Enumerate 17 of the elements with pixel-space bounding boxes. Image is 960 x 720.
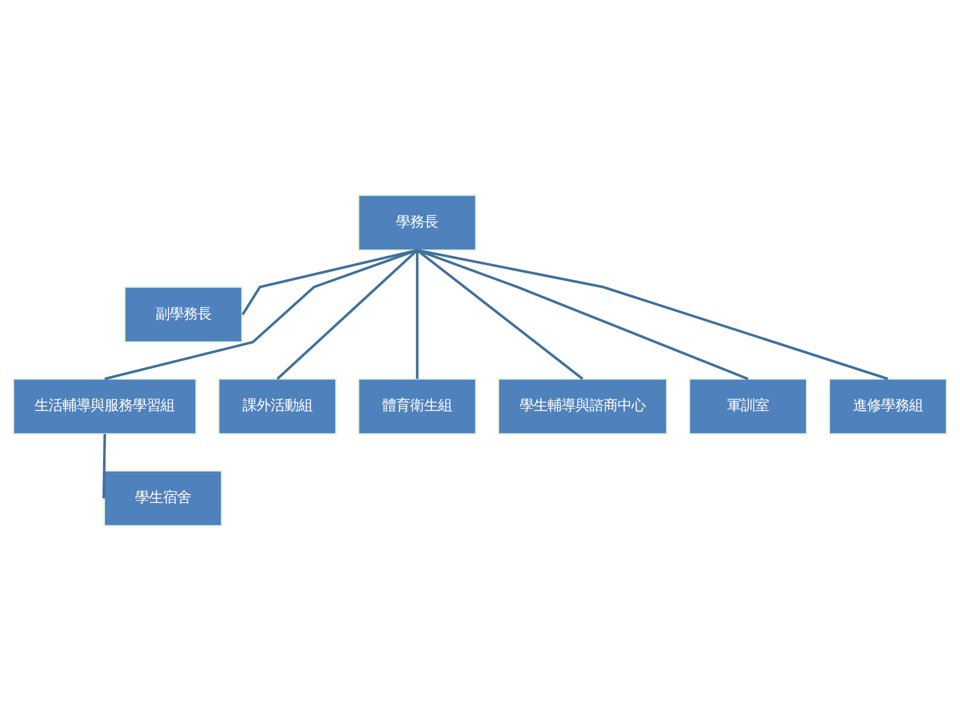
node-box: 學務長 bbox=[358, 194, 477, 250]
connector bbox=[416, 248, 888, 380]
connector bbox=[276, 248, 418, 380]
node-box: 學生宿舍 bbox=[103, 470, 222, 526]
node-box: 學生輔導與諮商中心 bbox=[498, 378, 668, 434]
node-box: 進修學務組 bbox=[828, 378, 948, 434]
node-box: 體育衛生組 bbox=[358, 378, 477, 434]
connector bbox=[416, 250, 418, 378]
connector bbox=[242, 248, 418, 315]
node-box: 課外活動組 bbox=[218, 378, 337, 434]
connector bbox=[102, 434, 106, 498]
node-box: 軍訓室 bbox=[688, 378, 808, 434]
node-box: 生活輔導與服務學習組 bbox=[12, 378, 197, 434]
connector bbox=[416, 248, 748, 380]
node-box: 副學務長 bbox=[124, 286, 243, 342]
connector bbox=[416, 248, 584, 380]
connector bbox=[104, 248, 418, 380]
